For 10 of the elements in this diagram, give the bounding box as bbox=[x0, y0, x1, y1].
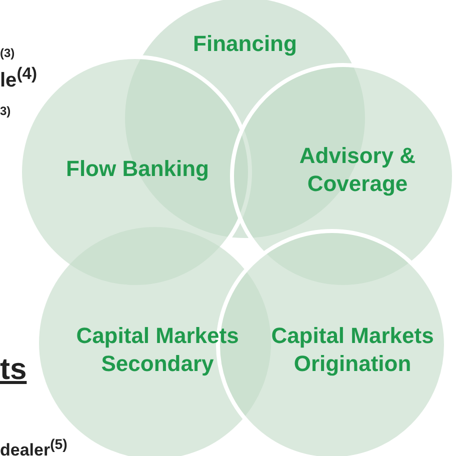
heading-text: ts bbox=[0, 353, 27, 387]
circle-label: Financing bbox=[192, 30, 298, 58]
text-fragment: le$^{(4)}$ bbox=[0, 64, 38, 93]
circle-label: Capital Markets Secondary bbox=[75, 322, 240, 378]
circle-label: Advisory & Coverage bbox=[298, 142, 417, 198]
circle-label: Flow Banking bbox=[65, 155, 210, 183]
text-fragment: (3) bbox=[0, 46, 15, 60]
text-fragment: dealer$^{(5)}$ bbox=[0, 437, 68, 456]
text-fragment: 3) bbox=[0, 104, 11, 118]
circle-label: Capital Markets Origination bbox=[270, 322, 435, 378]
